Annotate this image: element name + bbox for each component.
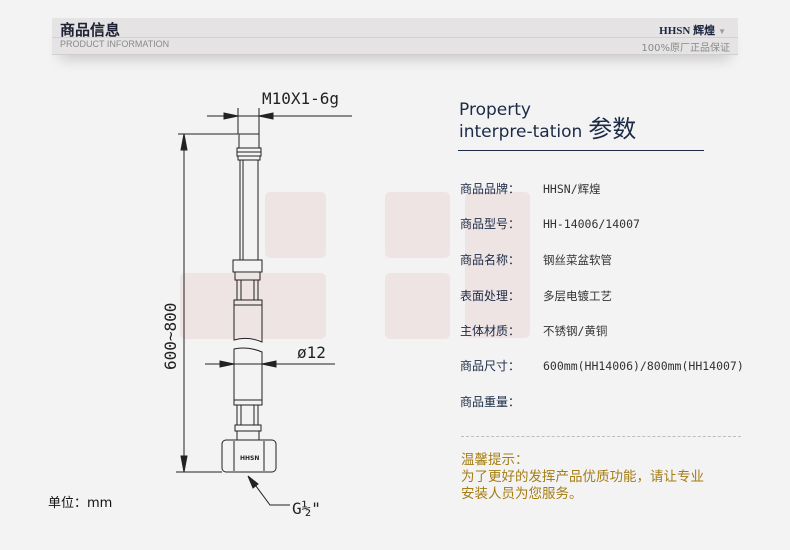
spec-label: 主体材质： [460, 324, 521, 338]
brand-name: HHSN 辉煌 [659, 25, 716, 37]
divider [52, 54, 738, 55]
spec-value: HH-14006/14007 [543, 217, 640, 231]
section-subtitle: PRODUCT INFORMATION [60, 39, 170, 49]
spec-row: 主体材质： 不锈钢/黄铜 [460, 322, 607, 339]
watermark-block [265, 192, 326, 258]
section-title: 商品信息 [60, 21, 121, 39]
guarantee-text: 100%原厂正品保证 [641, 43, 730, 54]
diameter-label: ø12 [297, 343, 326, 362]
property-title-line2: interpre-tation [459, 122, 583, 142]
spec-row: 商品尺寸： 600mm(HH14006)/800mm(HH14007) [460, 357, 744, 374]
watermark-block [465, 192, 530, 338]
nut-brand-label: HHSN [240, 455, 259, 462]
connector-label: G½" [292, 499, 321, 518]
spec-row: 商品名称： 钢丝菜盆软管 [460, 251, 612, 268]
spec-row: 商品型号： HH-14006/14007 [460, 215, 640, 232]
spec-value: HHSN/辉煌 [543, 182, 601, 196]
section-header: 商品信息 PRODUCT INFORMATION HHSN 辉煌▼ 100%原厂… [52, 18, 738, 55]
spec-row: 商品品牌： HHSN/辉煌 [460, 180, 601, 197]
unit-label: 单位：mm [48, 496, 113, 511]
property-title-cn: 参数 [588, 115, 637, 143]
spec-label: 商品名称： [460, 253, 521, 267]
spec-label: 商品型号： [460, 217, 521, 231]
thread-label: M10X1-6g [262, 89, 339, 108]
spec-value: 钢丝菜盆软管 [543, 253, 612, 267]
length-label: 600~800 [161, 303, 180, 370]
watermark-block [385, 273, 450, 339]
spec-row: 表面处理： 多层电镀工艺 [460, 287, 612, 304]
spec-label: 商品尺寸： [460, 359, 521, 373]
warm-tip: 温馨提示： 为了更好的发挥产品优质功能，请让专业 安装人员为您服务。 [461, 452, 704, 503]
spec-value: 不锈钢/黄铜 [543, 324, 608, 338]
spec-label: 商品重量： [460, 395, 521, 409]
brand-logo: HHSN 辉煌▼ [659, 22, 726, 38]
spec-row: 商品重量： [460, 393, 543, 410]
spec-value: 600mm(HH14006)/800mm(HH14007) [543, 359, 744, 373]
chevron-down-icon: ▼ [718, 27, 726, 36]
watermark-block [385, 192, 450, 258]
spec-label: 表面处理： [460, 289, 521, 303]
property-title-line1: Property [459, 100, 531, 120]
divider [52, 37, 738, 38]
dashed-divider [461, 436, 741, 437]
watermark-block [180, 273, 326, 339]
title-underline [458, 150, 704, 151]
tip-line: 安装人员为您服务。 [461, 486, 583, 502]
tip-title: 温馨提示： [461, 452, 529, 468]
spec-value: 多层电镀工艺 [543, 289, 612, 303]
tip-line: 为了更好的发挥产品优质功能，请让专业 [461, 469, 704, 485]
spec-label: 商品品牌： [460, 182, 521, 196]
